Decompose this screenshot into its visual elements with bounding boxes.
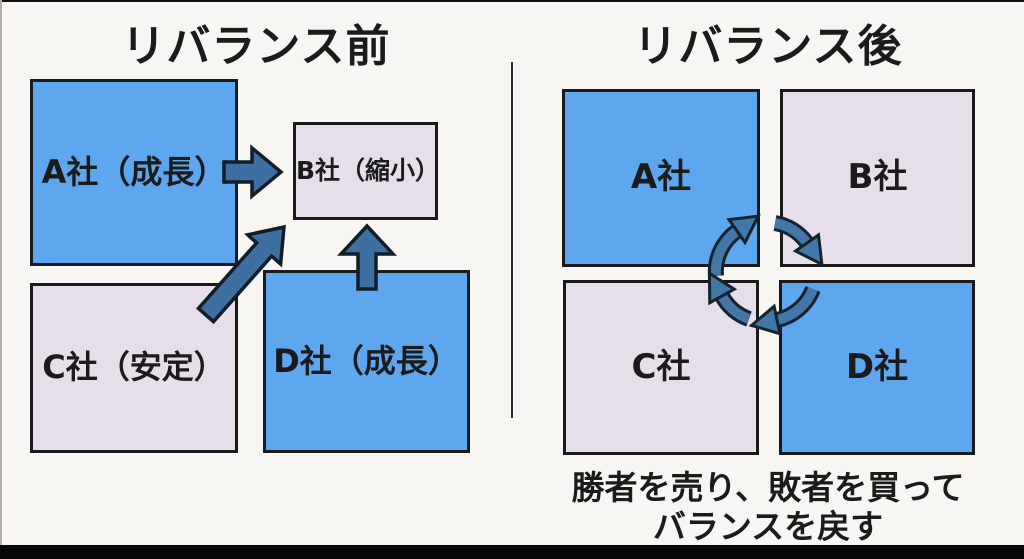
after-panel-title: リバランス後 [633, 21, 903, 72]
company-c-box-after: C社 [563, 280, 759, 455]
company-d-box-after: D社 [779, 280, 975, 455]
company-a-before-label: A社（成長） [41, 152, 227, 191]
company-c-box-before: C社（安定） [30, 283, 238, 453]
company-c-after-label: C社 [631, 346, 691, 387]
company-b-box-before: B社（縮小） [293, 122, 441, 220]
company-a-box-before: A社（成長） [30, 79, 238, 266]
company-c-before-label: C社（安定） [42, 348, 226, 387]
caption-line-2: バランスを戻す [652, 507, 884, 546]
company-b-box-after: B社 [780, 89, 975, 267]
before-panel-title: リバランス前 [121, 21, 391, 72]
company-a-after-label: A社 [630, 157, 692, 198]
company-a-box-after: A社 [562, 89, 760, 267]
panel-divider-line [511, 62, 513, 418]
caption-line-1: 勝者を売り、敗者を買って [571, 468, 965, 507]
company-b-after-label: B社 [847, 157, 908, 198]
company-d-box-before: D社（成長） [263, 270, 470, 453]
rebalance-caption: 勝者を売り、敗者を買って バランスを戻す [512, 468, 1024, 546]
company-d-before-label: D社（成長） [273, 341, 460, 380]
top-border-line [0, 0, 1024, 2]
left-edge-line [0, 0, 2, 559]
company-b-before-label: B社（縮小） [296, 156, 441, 186]
company-d-after-label: D社 [845, 346, 909, 387]
bottom-letterbox-bar [0, 545, 1024, 559]
